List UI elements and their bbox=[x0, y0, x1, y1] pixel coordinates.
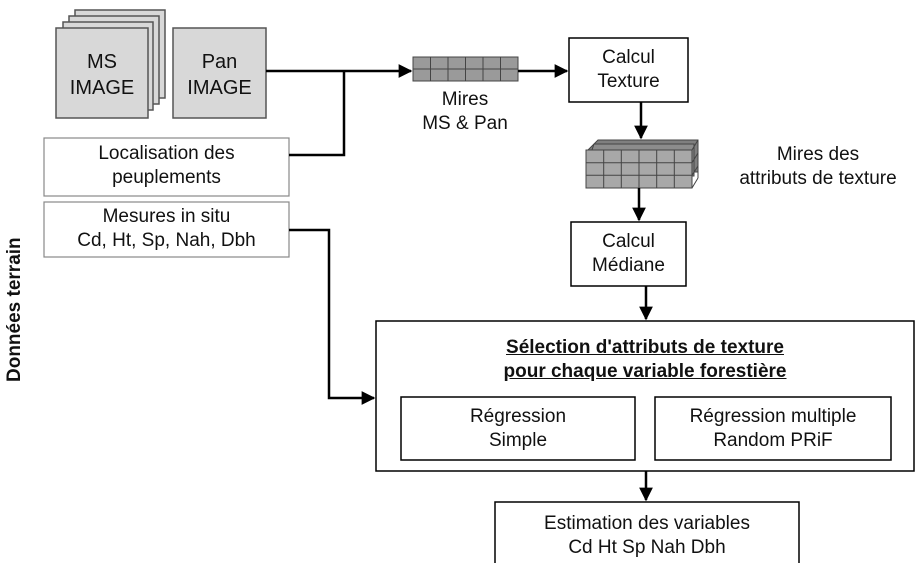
regression-multiple-label: Régression multiple Random PRiF bbox=[655, 405, 891, 454]
regression-simple-line1: Régression bbox=[469, 406, 567, 427]
calcul-texture-line2: Texture bbox=[597, 71, 660, 93]
connectors bbox=[266, 64, 653, 502]
line-localisation-to-mires bbox=[289, 71, 346, 157]
calcul-mediane-line1: Calcul bbox=[602, 231, 655, 252]
pan-image-box bbox=[172, 27, 267, 119]
estimation-line2: Cd Ht Sp Nah Dbh bbox=[568, 537, 726, 559]
mires-ms-pan-line2: MS & Pan bbox=[422, 113, 508, 135]
ms-image-box bbox=[55, 27, 149, 119]
estimation-line1: Estimation des variables bbox=[544, 513, 750, 534]
calcul-texture-label: Calcul Texture bbox=[569, 46, 688, 95]
pan-image-line2: IMAGE bbox=[187, 76, 252, 99]
arrow-mesures-to-selection bbox=[289, 228, 376, 405]
mires-attributs-line2: attributs de texture bbox=[739, 168, 897, 190]
pan-image-line1: Pan bbox=[201, 51, 238, 73]
ms-image-line2: IMAGE bbox=[69, 76, 135, 99]
regression-simple-box bbox=[400, 396, 636, 461]
mesures-box bbox=[43, 201, 290, 258]
localisation-line1: Localisation des bbox=[98, 143, 235, 164]
ms-image-line1: MS bbox=[87, 51, 117, 73]
mires-attributs-grid bbox=[585, 139, 699, 189]
mires-ms-pan-grid bbox=[412, 56, 519, 82]
localisation-line2: peuplements bbox=[112, 167, 221, 189]
mesures-label: Mesures in situ Cd, Ht, Sp, Nah, Dbh bbox=[38, 205, 295, 254]
mires-ms-pan-line1: Mires bbox=[441, 89, 489, 110]
regression-simple-line2: Simple bbox=[488, 430, 548, 452]
regression-simple-label: Régression Simple bbox=[401, 405, 635, 454]
estimation-box bbox=[494, 501, 800, 563]
ms-image-label: MS IMAGE bbox=[56, 50, 148, 101]
calcul-texture-line1: Calcul bbox=[602, 47, 655, 68]
mires-attributs-line1: Mires des bbox=[776, 144, 860, 165]
selection-title: Sélection d'attributs de texture pour ch… bbox=[376, 336, 914, 385]
regression-multiple-line1: Régression multiple bbox=[689, 406, 857, 427]
selection-title-line1: Sélection d'attributs de texture bbox=[506, 337, 784, 358]
localisation-box bbox=[43, 137, 290, 197]
calcul-texture-box bbox=[568, 37, 689, 103]
pan-image-label: Pan IMAGE bbox=[173, 50, 266, 101]
regression-multiple-box bbox=[654, 396, 892, 461]
regression-multiple-line2: Random PRiF bbox=[713, 430, 833, 452]
mesures-line2: Cd, Ht, Sp, Nah, Dbh bbox=[77, 230, 256, 252]
mires-attributs-label: Mires des attributs de texture bbox=[716, 143, 920, 192]
field-data-label: Données terrain bbox=[4, 237, 25, 382]
estimation-label: Estimation des variables Cd Ht Sp Nah Db… bbox=[495, 512, 799, 561]
calcul-mediane-box bbox=[570, 221, 687, 287]
ms-image-stack bbox=[55, 9, 166, 119]
calcul-mediane-line2: Médiane bbox=[592, 255, 665, 277]
mires-ms-pan-label: Mires MS & Pan bbox=[400, 88, 530, 137]
localisation-label: Localisation des peuplements bbox=[44, 142, 289, 191]
mesures-line1: Mesures in situ bbox=[102, 206, 231, 227]
selection-title-line2: pour chaque variable forestière bbox=[503, 361, 787, 383]
calcul-mediane-label: Calcul Médiane bbox=[571, 230, 686, 279]
